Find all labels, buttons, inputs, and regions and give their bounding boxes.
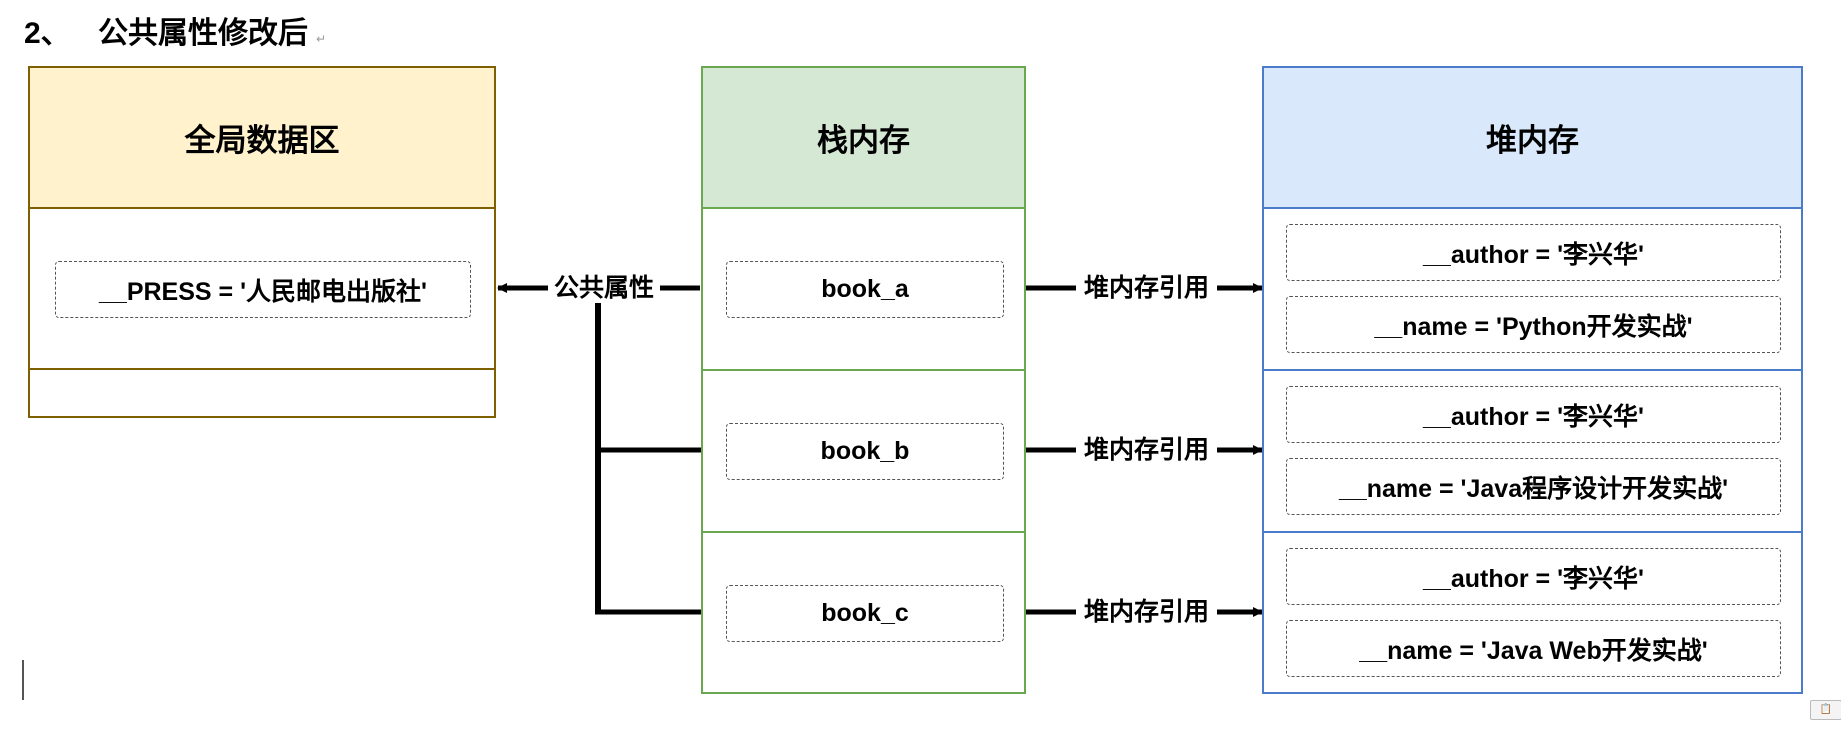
section-number: 2、 [24, 17, 71, 50]
stack-row-c: book_c [703, 533, 1024, 692]
global-data-area: 全局数据区 __PRESS = '人民邮电出版社' [28, 66, 496, 418]
author-field-value: __author = '李兴华' [1423, 564, 1644, 593]
author-field-box: __author = '李兴华' [1286, 224, 1781, 281]
stack-row-b: book_b [703, 371, 1024, 533]
book-c-label: book_c [821, 599, 909, 627]
name-field-value: __name = 'Java程序设计开发实战' [1338, 474, 1729, 503]
heap-ref-label-c: 堆内存引用 [1076, 597, 1218, 627]
press-attribute-box: __PRESS = '人民邮电出版社' [55, 261, 471, 318]
press-attribute-value: __PRESS = '人民邮电出版社' [99, 277, 427, 306]
global-data-area-row: __PRESS = '人民邮电出版社' [30, 209, 494, 370]
book-b-ref-box: book_b [726, 423, 1004, 480]
stack-row-a: book_a [703, 209, 1024, 371]
stack-memory-title: 栈内存 [817, 123, 910, 158]
stack-memory-header: 栈内存 [703, 68, 1024, 209]
name-field-value: __name = 'Java Web开发实战' [1359, 636, 1708, 665]
name-field-box: __name = 'Java Web开发实战' [1286, 620, 1781, 677]
text-cursor [22, 660, 24, 700]
heap-ref-label-b: 堆内存引用 [1076, 435, 1218, 465]
author-field-value: __author = '李兴华' [1423, 240, 1644, 269]
name-field-box: __name = 'Python开发实战' [1286, 296, 1781, 353]
global-data-area-header: 全局数据区 [30, 68, 494, 209]
global-data-area-title: 全局数据区 [184, 123, 340, 158]
book-a-ref-box: book_a [726, 261, 1004, 318]
book-b-label: book_b [820, 437, 910, 465]
heap-memory-title: 堆内存 [1486, 123, 1579, 158]
book-a-label: book_a [821, 275, 909, 303]
clipboard-icon[interactable]: 📋 [1810, 700, 1841, 720]
stack-memory: 栈内存 book_a book_b book_c [701, 66, 1026, 694]
heap-object-c: __author = '李兴华' __name = 'Java Web开发实战' [1264, 533, 1801, 692]
common-attribute-label: 公共属性 [548, 273, 661, 303]
author-field-value: __author = '李兴华' [1423, 402, 1644, 431]
heap-object-b: __author = '李兴华' __name = 'Java程序设计开发实战' [1264, 371, 1801, 533]
section-title: 公共属性修改后 [98, 17, 308, 50]
author-field-box: __author = '李兴华' [1286, 386, 1781, 443]
section-heading: 2、公共属性修改后 ↵ [24, 8, 326, 52]
heap-ref-label-a: 堆内存引用 [1076, 273, 1218, 303]
book-c-ref-box: book_c [726, 585, 1004, 642]
paragraph-mark-icon: ↵ [316, 32, 327, 46]
heap-memory-header: 堆内存 [1264, 68, 1801, 209]
author-field-box: __author = '李兴华' [1286, 548, 1781, 605]
name-field-box: __name = 'Java程序设计开发实战' [1286, 458, 1781, 515]
heap-object-a: __author = '李兴华' __name = 'Python开发实战' [1264, 209, 1801, 371]
name-field-value: __name = 'Python开发实战' [1374, 312, 1693, 341]
heap-memory: 堆内存 __author = '李兴华' __name = 'Python开发实… [1262, 66, 1803, 694]
